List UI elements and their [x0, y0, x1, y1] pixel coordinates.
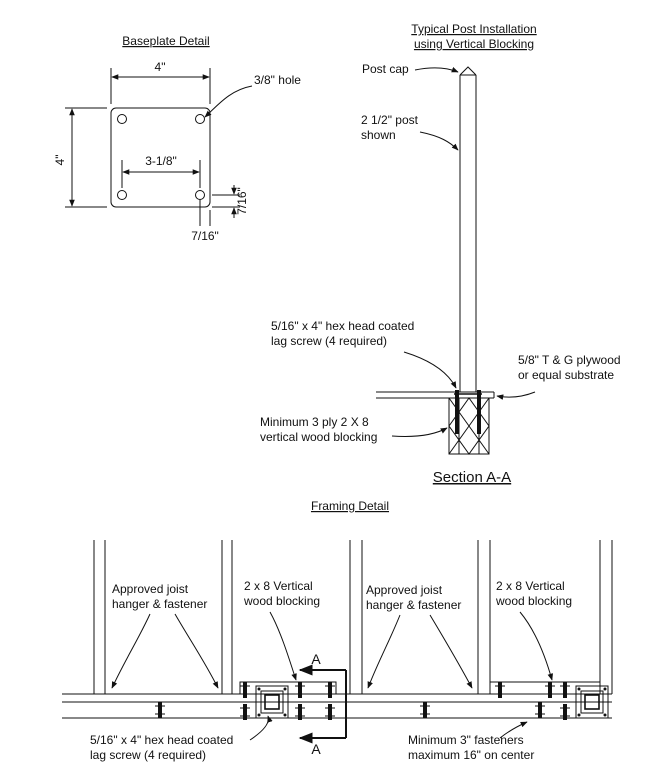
post-cap — [459, 66, 477, 76]
post-title-line2: using Vertical Blocking — [414, 37, 534, 51]
hole-leader — [204, 85, 253, 118]
hanger-label-2-line1: Approved joist — [366, 583, 443, 597]
post-title-line1: Typical Post Installation — [411, 22, 536, 36]
framing-title: Framing Detail — [311, 499, 389, 513]
width-dimension: 4" — [155, 60, 166, 74]
plywood-label-line1: 5/8" T & G plywood — [518, 353, 621, 367]
fastener-label-line1: Minimum 3" fasteners — [408, 733, 524, 747]
lag-screw-label-line2: lag screw (4 required) — [271, 334, 387, 348]
hole-label: 3/8" hole — [254, 73, 301, 87]
section-cut-label-bottom: A — [311, 741, 321, 757]
blocking-label-2-line1: 2 x 8 Vertical — [496, 579, 565, 593]
baseplate-hole — [195, 190, 205, 200]
baseplate-title: Baseplate Detail — [122, 34, 209, 48]
lag-screw-label-line1: 5/16" x 4" hex head coated — [271, 319, 414, 333]
baseplate-hole — [195, 114, 205, 124]
baseplate-detail: Baseplate Detail 4" 4" 3-1/8" 3/8" hole … — [53, 34, 301, 243]
section-label: Section A-A — [433, 469, 511, 486]
blocking-label-1-line1: 2 x 8 Vertical — [244, 579, 313, 593]
post-base — [575, 685, 609, 719]
post-cap-label: Post cap — [362, 62, 409, 76]
joists — [93, 540, 613, 694]
hanger-label-2-line2: hanger & fastener — [366, 598, 461, 612]
hanger-label-1-line1: Approved joist — [112, 582, 189, 596]
hole-spacing-dimension: 3-1/8" — [145, 154, 177, 168]
blocking-label-line2: vertical wood blocking — [260, 430, 377, 444]
lag-screw-label-line2: lag screw (4 required) — [90, 748, 206, 762]
blocking-label-line1: Minimum 3 ply 2 X 8 — [260, 415, 369, 429]
rim-board — [62, 693, 612, 719]
blocking-strip — [489, 681, 601, 695]
height-dimension: 4" — [53, 155, 67, 166]
lag-screw — [455, 390, 459, 434]
blocking-label-2-line2: wood blocking — [495, 594, 572, 608]
hanger-label-1-line2: hanger & fastener — [112, 597, 207, 611]
post-size-label-line1: 2 1/2" post — [361, 113, 419, 127]
fastener-label-line2: maximum 16" on center — [408, 748, 534, 762]
section-cut-marker — [298, 664, 347, 744]
baseplate-hole — [117, 190, 127, 200]
edge-dimension-vertical: 7/16" — [235, 187, 249, 215]
post-size-label-line2: shown — [361, 128, 396, 142]
baseplate-outline — [110, 107, 211, 208]
section-cut-label-top: A — [311, 651, 321, 667]
blocking-label-1-line2: wood blocking — [243, 594, 320, 608]
post-installation-detail: Typical Post Installation using Vertical… — [260, 22, 621, 486]
framing-detail: Framing Detail — [62, 499, 613, 762]
lag-screw-label-line1: 5/16" x 4" hex head coated — [90, 733, 233, 747]
edge-dimension-horizontal: 7/16" — [191, 229, 219, 243]
plywood-label-line2: or equal substrate — [518, 368, 614, 382]
baseplate-hole — [117, 114, 127, 124]
lag-screw — [477, 390, 481, 434]
